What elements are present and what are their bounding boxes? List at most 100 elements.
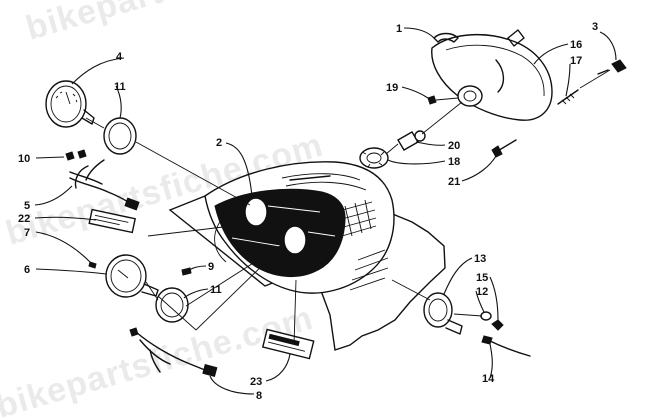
harness-lower-connector <box>202 363 218 377</box>
headlight-housing <box>431 29 553 121</box>
callout-18: 18 <box>448 156 460 168</box>
hood-panel-assembly <box>168 161 446 351</box>
indicator-lens <box>428 298 448 322</box>
callout-12: 12 <box>476 286 488 298</box>
callout-16: 16 <box>570 39 582 51</box>
hood-grille <box>334 199 377 237</box>
headlight-bulb-socket-inner <box>463 90 477 102</box>
leader-14 <box>489 343 493 379</box>
headlight-bulb-20 <box>397 130 426 151</box>
harness-lower-terminal <box>129 327 139 337</box>
speedometer-body <box>45 80 87 128</box>
callout-19: 19 <box>386 82 398 94</box>
headlight-bracket-tab <box>507 29 525 47</box>
centerline-bolt-19 <box>435 97 459 101</box>
wire-harness-upper <box>65 149 140 211</box>
callout-23: 23 <box>250 376 262 388</box>
face-decal-line-3 <box>307 231 336 237</box>
callout-9: 9 <box>208 261 214 273</box>
leader-10 <box>35 156 65 159</box>
harness-upper-wire-3 <box>74 165 89 189</box>
centerline-bulb <box>421 101 463 135</box>
leader-3 <box>599 31 617 61</box>
leader-1 <box>403 27 435 39</box>
leader-21 <box>461 155 497 182</box>
hood-gauge-window-lower <box>283 225 307 255</box>
washer-12 <box>480 311 492 321</box>
callout-5: 5 <box>24 200 30 212</box>
cable-14 <box>481 335 531 357</box>
gauge-bezel-lower <box>155 287 189 323</box>
leader-5 <box>34 185 73 206</box>
watermark-text-bottom: bikepartsfiche.com <box>0 299 317 419</box>
callout-1: 1 <box>396 23 402 35</box>
decal-23 <box>261 328 315 360</box>
leader-7 <box>35 231 91 263</box>
callout-6: 6 <box>24 264 30 276</box>
hood-ridge-2 <box>285 181 367 191</box>
decal-23-text-line <box>268 341 306 352</box>
nut-15 <box>491 319 504 331</box>
hood-vent-slot <box>289 175 331 181</box>
gauge-bezel-upper <box>103 117 137 155</box>
screw-21-head <box>491 145 503 158</box>
headlight-clip-1 <box>433 32 459 43</box>
cable-14-end <box>481 335 493 345</box>
tachometer-needle <box>117 269 129 279</box>
bezel-lower-inner <box>160 292 184 318</box>
leader-9 <box>189 265 207 271</box>
wire-terminal-10a <box>65 151 75 161</box>
hood-ridge-1 <box>281 173 361 181</box>
bulb-retaining-ring-18 <box>359 147 389 169</box>
face-decal-line-2 <box>231 237 281 247</box>
callout-21: 21 <box>448 176 460 188</box>
callout-4: 4 <box>116 51 123 63</box>
callout-15: 15 <box>476 272 488 284</box>
tachometer-gauge <box>105 254 159 298</box>
callout-22: 22 <box>18 213 30 225</box>
decal-22-plate <box>88 208 137 234</box>
speedometer-dial <box>50 85 82 123</box>
hood-gauge-window-upper <box>244 197 268 227</box>
tachometer-rear-stub <box>141 283 159 297</box>
leader-6 <box>35 268 107 275</box>
centerline-decal-23 <box>293 279 297 346</box>
callout-11-upper: 11 <box>114 81 126 93</box>
callout-11-lower: 11 <box>210 284 222 296</box>
bezel-upper-inner <box>108 122 132 150</box>
speedometer-gauge <box>45 80 95 128</box>
speedometer-ticks <box>55 91 78 103</box>
centerline-tachometer <box>145 245 281 307</box>
cable-14-wire <box>487 339 531 357</box>
tachometer-dial <box>110 259 142 293</box>
centerline-indicator <box>391 279 431 301</box>
decal-22-text-lines <box>94 214 129 226</box>
centerline-speedometer <box>85 117 251 206</box>
centerline-decal-22 <box>147 224 241 237</box>
headlight-shell-ridge <box>445 44 545 97</box>
indicator-housing <box>423 292 453 328</box>
headlight-shell <box>431 34 553 121</box>
leader-4 <box>71 57 125 85</box>
leader-2 <box>225 142 253 197</box>
leader-15 <box>489 276 499 321</box>
leader-18 <box>387 159 446 165</box>
harness-lower-wire-3 <box>149 349 161 373</box>
harness-upper-wire-4 <box>85 159 105 181</box>
hood-side-vent-3 <box>351 267 389 281</box>
watermark-text-top: bikepartsfiche.com <box>22 0 348 48</box>
screw-9 <box>181 267 192 276</box>
retaining-ring-tabs <box>361 151 385 168</box>
decal-22 <box>88 208 137 234</box>
screw-21 <box>491 139 517 158</box>
leader-23 <box>265 353 291 382</box>
callout-3: 3 <box>592 21 598 33</box>
instrument-face-recess <box>214 188 346 278</box>
assembly-centerlines <box>85 69 611 346</box>
leader-8 <box>209 375 255 395</box>
hood-side-vent-4 <box>349 277 386 291</box>
adjuster-screw-shaft <box>557 89 579 105</box>
indicator-light-13 <box>423 292 463 335</box>
callout-20: 20 <box>448 140 460 152</box>
centerline-adjuster <box>579 69 611 89</box>
